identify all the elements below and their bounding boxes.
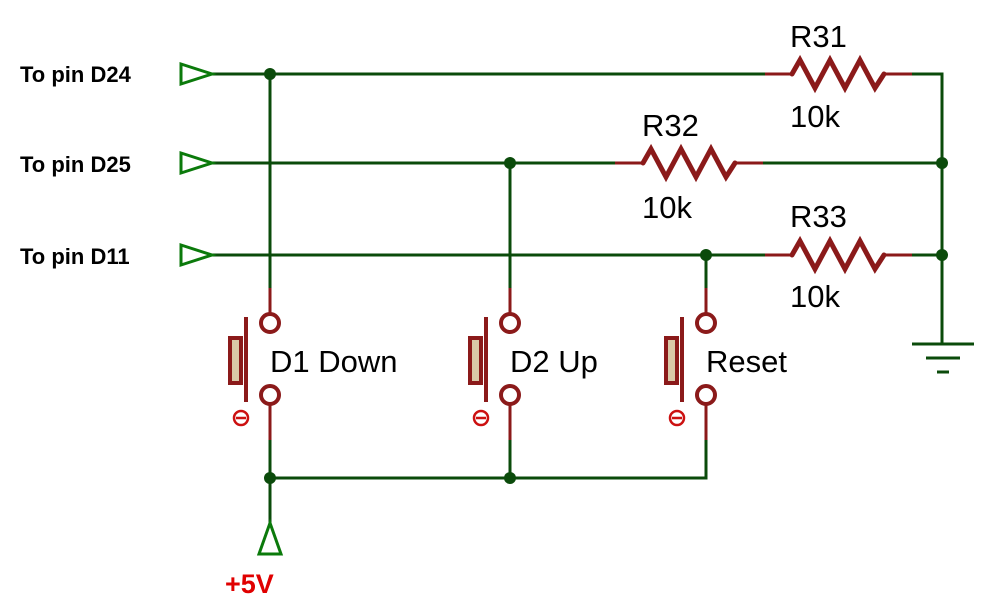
button-actuator-icon [468, 336, 483, 385]
push-button-reset[interactable]: Reset [664, 288, 787, 440]
input-terminal-arrow-icon [179, 150, 217, 176]
input-terminal-label: To pin D24 [20, 62, 132, 87]
push-button-d2-up[interactable]: D2 Up [468, 288, 598, 440]
resistor-r32: R32 10k [615, 108, 763, 225]
button-contact-icon [695, 384, 717, 406]
button-label: D1 Down [270, 344, 398, 379]
junction-dot [936, 157, 948, 169]
button-contact-icon [695, 312, 717, 334]
input-terminal-label: To pin D25 [20, 152, 131, 177]
resistor-zigzag-icon [789, 54, 887, 94]
junction-dot [936, 249, 948, 261]
power-label: +5V [225, 569, 274, 599]
resistor-ref: R32 [642, 108, 699, 143]
input-terminal-d25: To pin D25 [20, 150, 217, 177]
junction-dot [700, 249, 712, 261]
resistor-ref: R31 [790, 19, 847, 54]
button-actuator-icon [664, 336, 679, 385]
input-terminal-d11: To pin D11 [20, 242, 217, 269]
button-label: Reset [706, 344, 787, 379]
ground-symbol-icon [912, 342, 974, 374]
resistor-value: 10k [790, 279, 840, 314]
input-terminal-label: To pin D11 [20, 244, 130, 269]
power-arrow-icon [256, 518, 284, 556]
button-contact-icon [499, 384, 521, 406]
input-terminal-arrow-icon [179, 61, 217, 87]
wires [210, 72, 944, 525]
junction-dot [264, 68, 276, 80]
button-actuator-icon [228, 336, 243, 385]
junctions [264, 68, 948, 484]
input-terminal-arrow-icon [179, 242, 217, 268]
button-label: D2 Up [510, 344, 598, 379]
button-contact-icon [259, 384, 281, 406]
junction-dot [504, 157, 516, 169]
push-button-d1-down[interactable]: D1 Down [228, 288, 398, 440]
resistor-zigzag-icon [640, 143, 738, 183]
input-terminal-d24: To pin D24 [20, 61, 217, 87]
resistor-r31: R31 10k [765, 19, 912, 134]
resistor-value: 10k [790, 99, 840, 134]
resistor-ref: R33 [790, 199, 847, 234]
resistor-value: 10k [642, 190, 692, 225]
power-terminal-5v: +5V [225, 518, 284, 599]
resistor-zigzag-icon [789, 235, 887, 275]
button-contact-icon [499, 312, 521, 334]
junction-dot [264, 472, 276, 484]
resistor-r33: R33 10k [765, 199, 912, 314]
button-contact-icon [259, 312, 281, 334]
junction-dot [504, 472, 516, 484]
